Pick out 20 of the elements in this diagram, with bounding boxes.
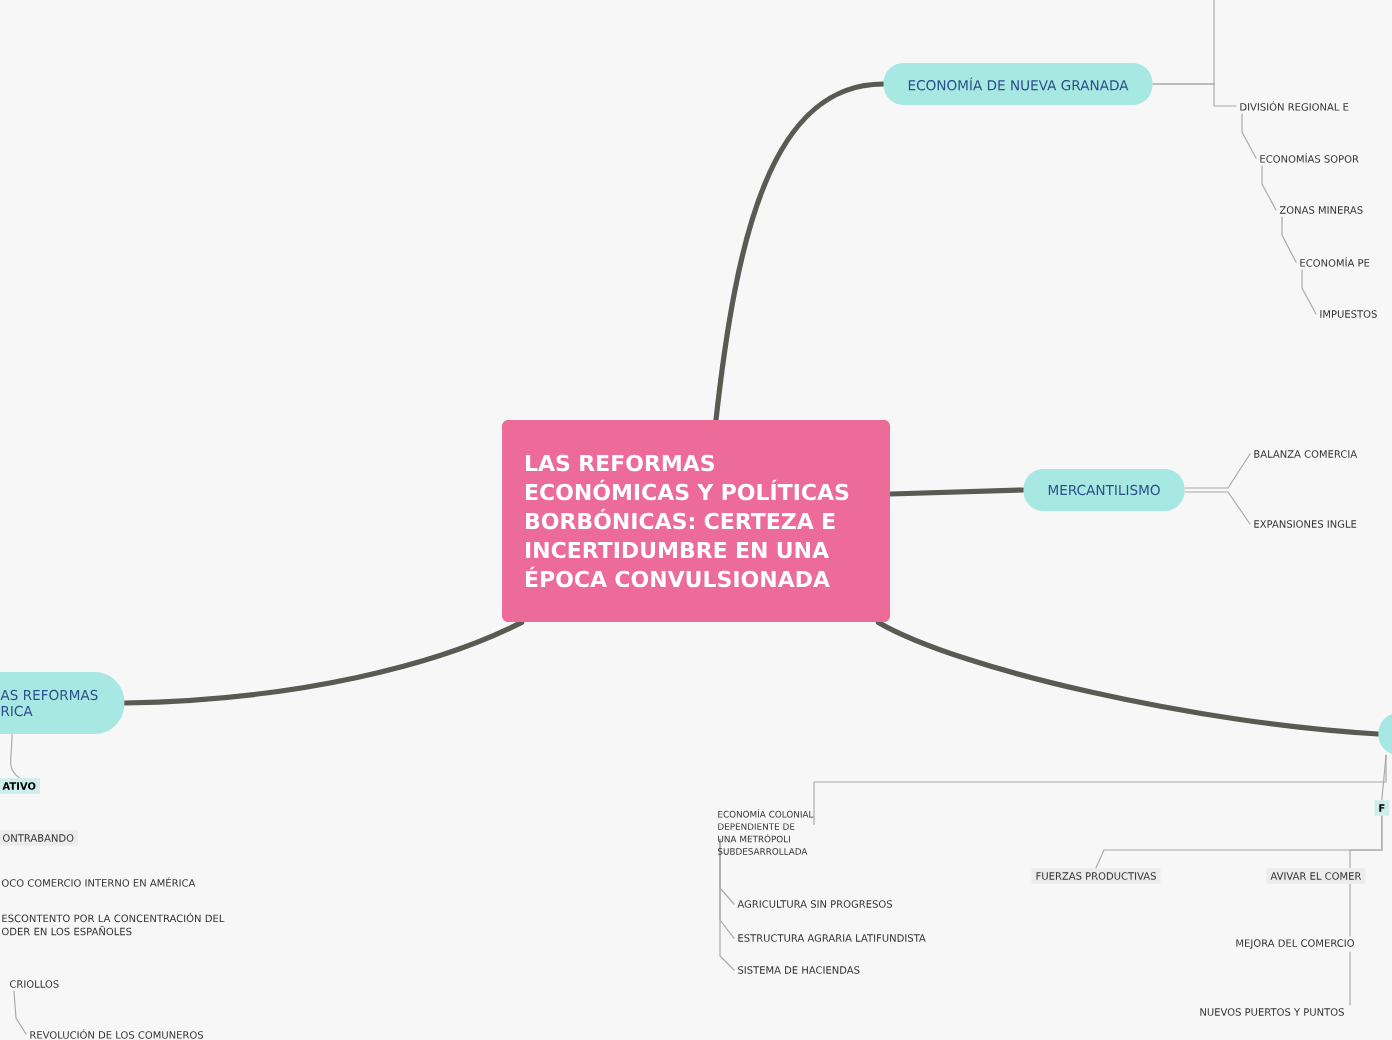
branch-line (122, 619, 525, 706)
connector-line (1184, 491, 1251, 525)
connector-line (813, 754, 1387, 826)
central-topic-box: LAS REFORMAS ECONÓMICAS Y POLÍTICAS BORBÓNICAS: CERTEZA E INCERTIDUMBRE EN UNA ÉPOCA CONVULSIONADA (502, 420, 890, 622)
connector-line (1241, 113, 1257, 159)
connector-line (1381, 754, 1387, 801)
branch-line (875, 619, 1381, 737)
connector-line (1281, 216, 1297, 263)
connector-line (1301, 269, 1317, 315)
connector-line (1184, 453, 1251, 489)
branch-line (713, 81, 886, 423)
connector-line (1261, 165, 1277, 211)
connector-line (1349, 815, 1383, 869)
connector-line (1152, 83, 1237, 107)
connector-line (10, 733, 20, 779)
branch-line (887, 487, 1026, 497)
connector-line (719, 838, 735, 971)
connector-line (13, 990, 27, 1035)
connector-line (1349, 883, 1351, 937)
connector-line (1349, 951, 1351, 1006)
